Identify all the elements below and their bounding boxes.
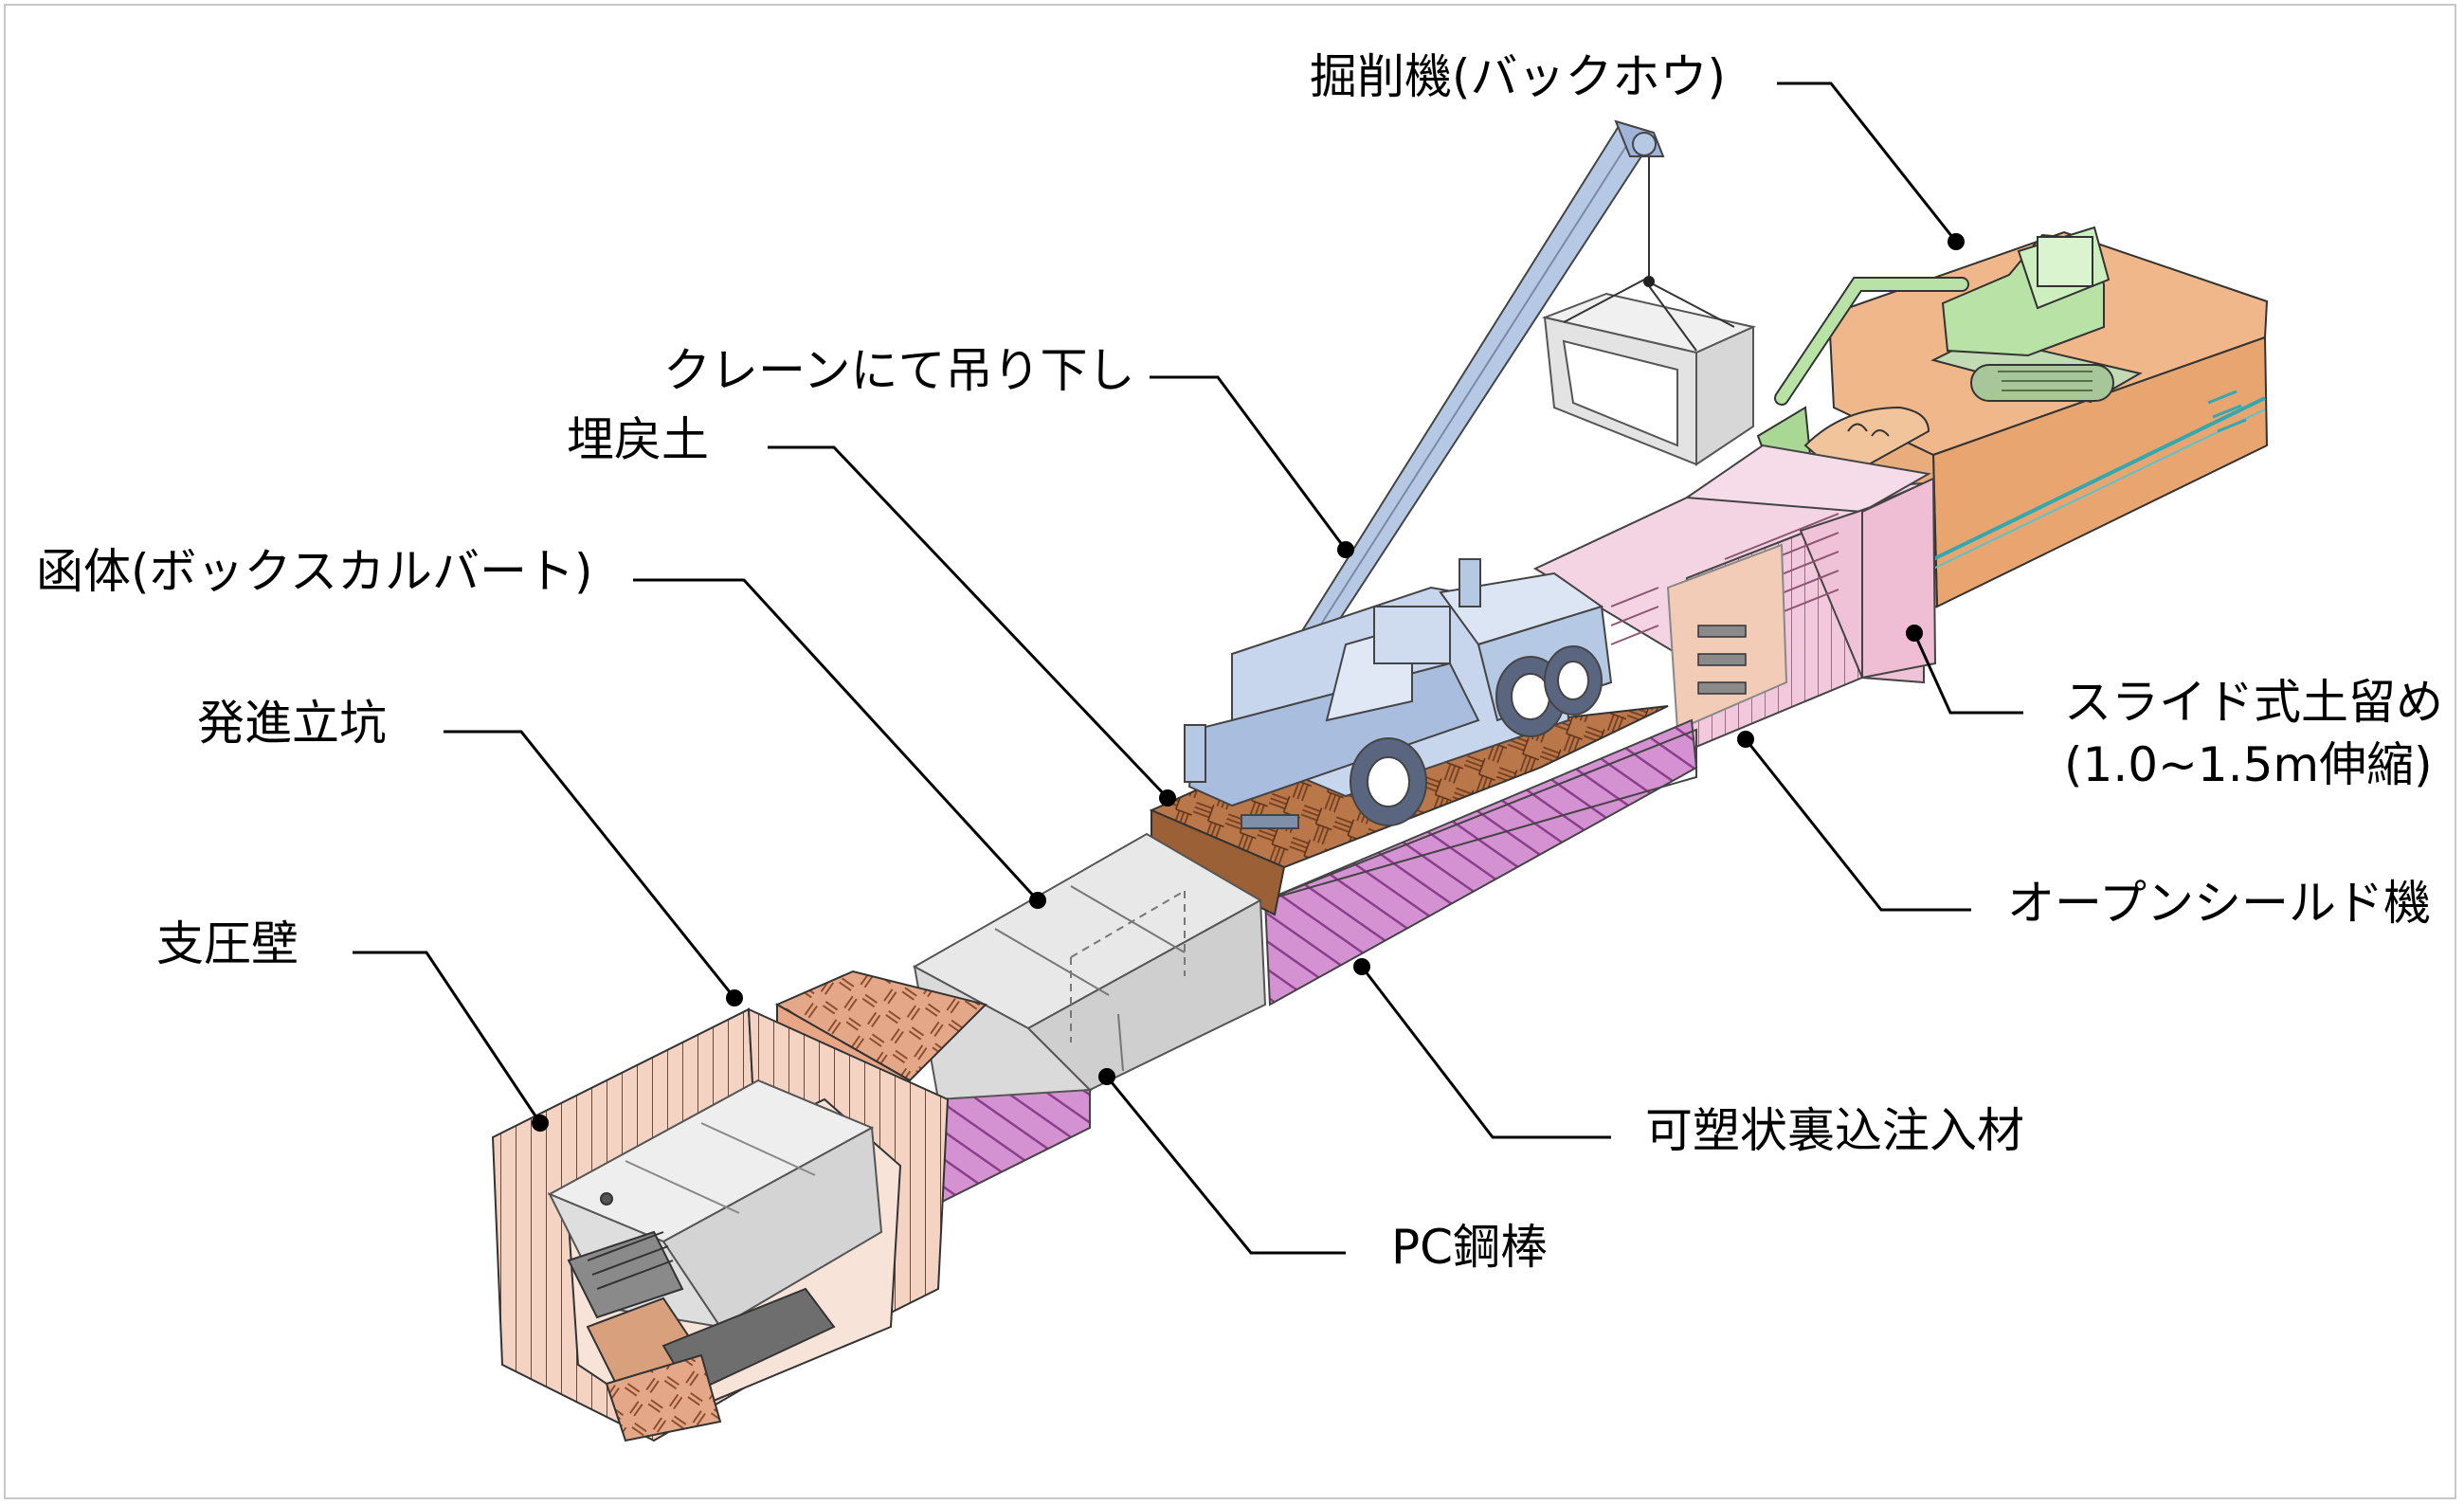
label-pc-bar: PC鋼棒 <box>1391 1220 1549 1275</box>
crane-truck <box>1184 119 1665 829</box>
launch-shaft <box>491 1007 950 1442</box>
label-slide-retaining-range: (1.0~1.5m伸縮) <box>2064 737 2433 792</box>
hanging-box <box>1541 133 1757 466</box>
label-open-shield: オープンシールド機 <box>2007 876 2431 931</box>
open-shield-machine <box>1532 444 1937 751</box>
box-culvert-segments <box>912 832 1267 1101</box>
label-bearing-wall: 支圧壁 <box>156 916 299 971</box>
label-plastic-grout: 可塑状裏込注入材 <box>1645 1103 2024 1158</box>
leader-lines <box>353 82 2023 1255</box>
label-excavator: 掘削機(バックホウ) <box>1310 49 1727 104</box>
label-launch-shaft: 発進立坑 <box>197 696 387 751</box>
label-slide-retaining: スライド式土留め <box>2064 675 2443 730</box>
label-backfill: 埋戻土 <box>567 412 709 467</box>
label-crane-lowering: クレーンにて吊り下し <box>663 343 1135 398</box>
leader-dots <box>532 233 1965 1132</box>
label-box-culvert: 函体(ボックスカルバート) <box>36 544 593 599</box>
